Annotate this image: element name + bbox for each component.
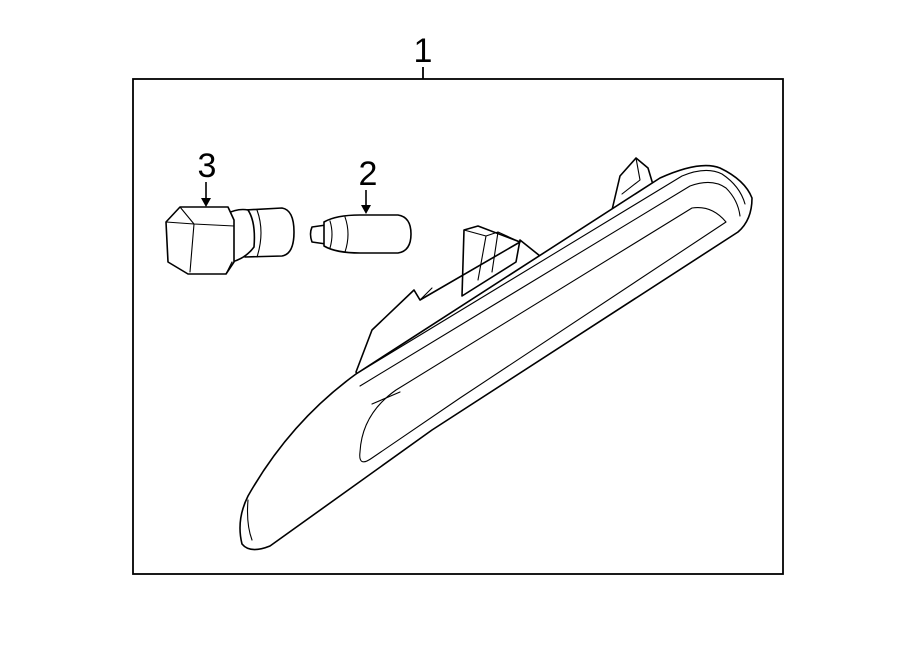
callout-3-arrow bbox=[201, 182, 211, 207]
callout-2-arrow bbox=[361, 190, 371, 214]
marker-lamp-assembly bbox=[239, 157, 753, 551]
wedge-bulb-part bbox=[309, 214, 412, 254]
callout-3-label: 3 bbox=[198, 147, 217, 185]
diagram-frame bbox=[132, 78, 784, 575]
callout-2-label: 2 bbox=[359, 155, 378, 193]
bulb-socket-part bbox=[165, 206, 295, 275]
callout-1-label: 1 bbox=[414, 32, 433, 70]
